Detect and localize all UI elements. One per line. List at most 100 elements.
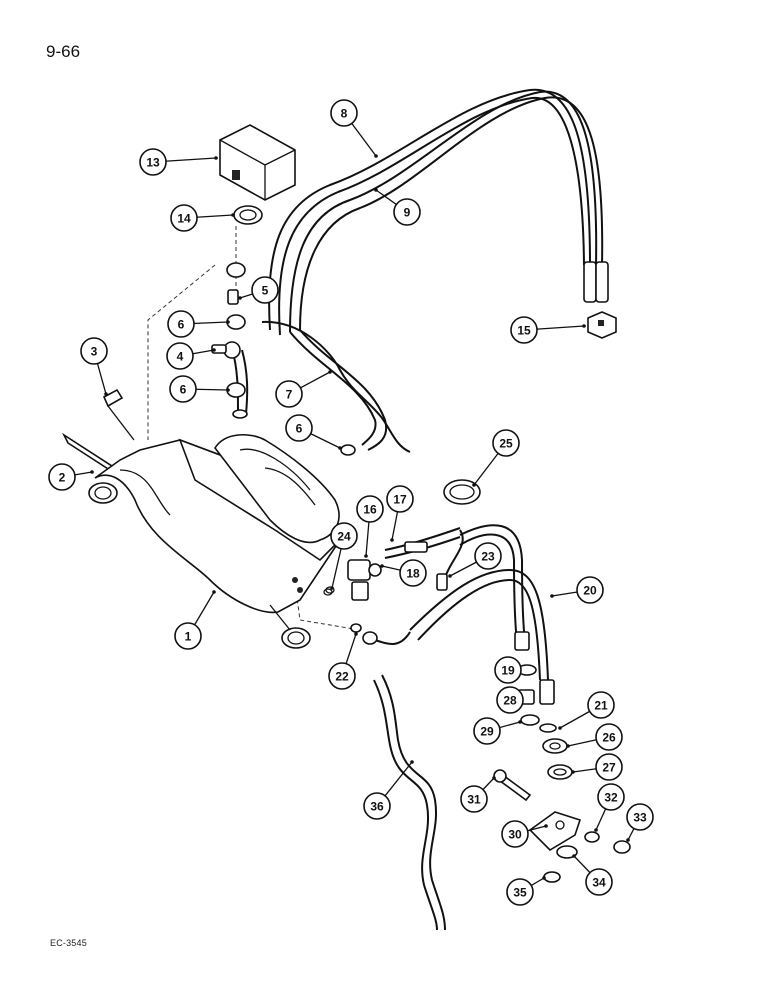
callout-circle — [48, 463, 76, 491]
callout-label: 13 — [146, 156, 160, 170]
callout-label: 22 — [335, 670, 349, 684]
callout-arrowhead — [226, 320, 230, 324]
block-15 — [587, 311, 617, 339]
callout-arrowhead — [542, 876, 546, 880]
callout-circle — [585, 868, 613, 896]
callout-label: 7 — [286, 388, 293, 402]
callout-label: 28 — [503, 694, 517, 708]
block-13 — [219, 124, 296, 201]
callout-label: 8 — [341, 107, 348, 121]
callout-arrowhead — [231, 213, 235, 217]
callout-circle — [285, 414, 313, 442]
callout-circle — [506, 878, 534, 906]
callout-circle — [80, 337, 108, 365]
callout-circle — [473, 717, 501, 745]
callout-label: 17 — [393, 493, 407, 507]
callout-arrowhead — [582, 324, 586, 328]
callout-label: 24 — [337, 530, 351, 544]
callout-circle — [494, 656, 522, 684]
callout-arrowhead — [374, 188, 378, 192]
callout-label: 34 — [592, 876, 606, 890]
clamp-14 — [233, 205, 263, 225]
callout-arrowhead — [448, 574, 452, 578]
callout-label: 32 — [604, 791, 618, 805]
callout-label: 19 — [501, 664, 515, 678]
callout-arrowhead — [374, 154, 378, 158]
callout-label: 33 — [633, 811, 647, 825]
callout-circle — [275, 380, 303, 408]
callout-label: 3 — [91, 345, 98, 359]
fittings-4-5-6 — [211, 262, 356, 456]
callout-label: 6 — [180, 383, 187, 397]
callout-circle — [576, 576, 604, 604]
callout-label: 26 — [602, 731, 616, 745]
callout-label: 18 — [406, 567, 420, 581]
callout-circle — [174, 622, 202, 650]
callout-arrowhead — [338, 446, 342, 450]
callout-circle — [393, 198, 421, 226]
callout-circle — [595, 753, 623, 781]
hose-20 — [362, 524, 555, 705]
callout-circle — [170, 204, 198, 232]
callout-circle — [386, 485, 414, 513]
callout-circle — [501, 820, 529, 848]
callout-label: 36 — [370, 800, 384, 814]
callout-circle — [595, 723, 623, 751]
callout-circle — [492, 429, 520, 457]
callout-circle — [363, 792, 391, 820]
callout-circle — [474, 542, 502, 570]
callout-arrowhead — [572, 854, 576, 858]
callout-circle — [597, 783, 625, 811]
callout-circle — [587, 691, 615, 719]
callout-circle — [139, 148, 167, 176]
callout-circle — [328, 662, 356, 690]
page-number: 9-66 — [46, 42, 81, 61]
callout-label: 6 — [178, 318, 185, 332]
callout-arrowhead — [104, 392, 108, 396]
callout-arrowhead — [328, 370, 332, 374]
callout-label: 9 — [404, 206, 411, 220]
callout-circle — [169, 375, 197, 403]
callout-label: 30 — [508, 828, 522, 842]
callout-circle — [330, 522, 358, 550]
callout-label: 16 — [363, 503, 377, 517]
reference-code: EC-3545 — [50, 938, 87, 948]
callout-circle — [399, 559, 427, 587]
heater-unit-1 — [88, 433, 342, 649]
callout-label: 21 — [594, 699, 608, 713]
callout-arrowhead — [226, 388, 230, 392]
callout-label: 31 — [467, 793, 481, 807]
callout-arrowhead — [558, 726, 562, 730]
callout-circle — [330, 99, 358, 127]
callout-arrowhead — [364, 554, 368, 558]
callout-circle — [251, 276, 279, 304]
callout-arrowhead — [212, 590, 216, 594]
callout-arrowhead — [544, 824, 548, 828]
callout-label: 6 — [296, 422, 303, 436]
callout-circle — [167, 310, 195, 338]
callout-label: 5 — [262, 284, 269, 298]
callout-arrowhead — [238, 296, 242, 300]
callout-label: 29 — [480, 725, 494, 739]
callout-circle — [166, 342, 194, 370]
hoses-8-9 — [268, 88, 609, 451]
callout-label: 20 — [583, 584, 597, 598]
callout-label: 15 — [517, 324, 531, 338]
callout-arrowhead — [594, 828, 598, 832]
callout-arrowhead — [380, 564, 384, 568]
tube-36 — [373, 674, 446, 931]
clamp-25 — [443, 479, 481, 505]
callout-arrowhead — [90, 470, 94, 474]
callout-arrowhead — [354, 632, 358, 636]
hose-7 — [231, 320, 411, 453]
callout-arrowhead — [212, 348, 216, 352]
callout-arrowhead — [566, 744, 570, 748]
callout-circle — [460, 785, 488, 813]
callout-label: 2 — [59, 471, 66, 485]
callout-label: 14 — [177, 212, 191, 226]
callout-label: 35 — [513, 886, 527, 900]
callout-arrowhead — [571, 770, 575, 774]
hoses-17-23 — [384, 527, 464, 591]
callout-label: 23 — [481, 550, 495, 564]
